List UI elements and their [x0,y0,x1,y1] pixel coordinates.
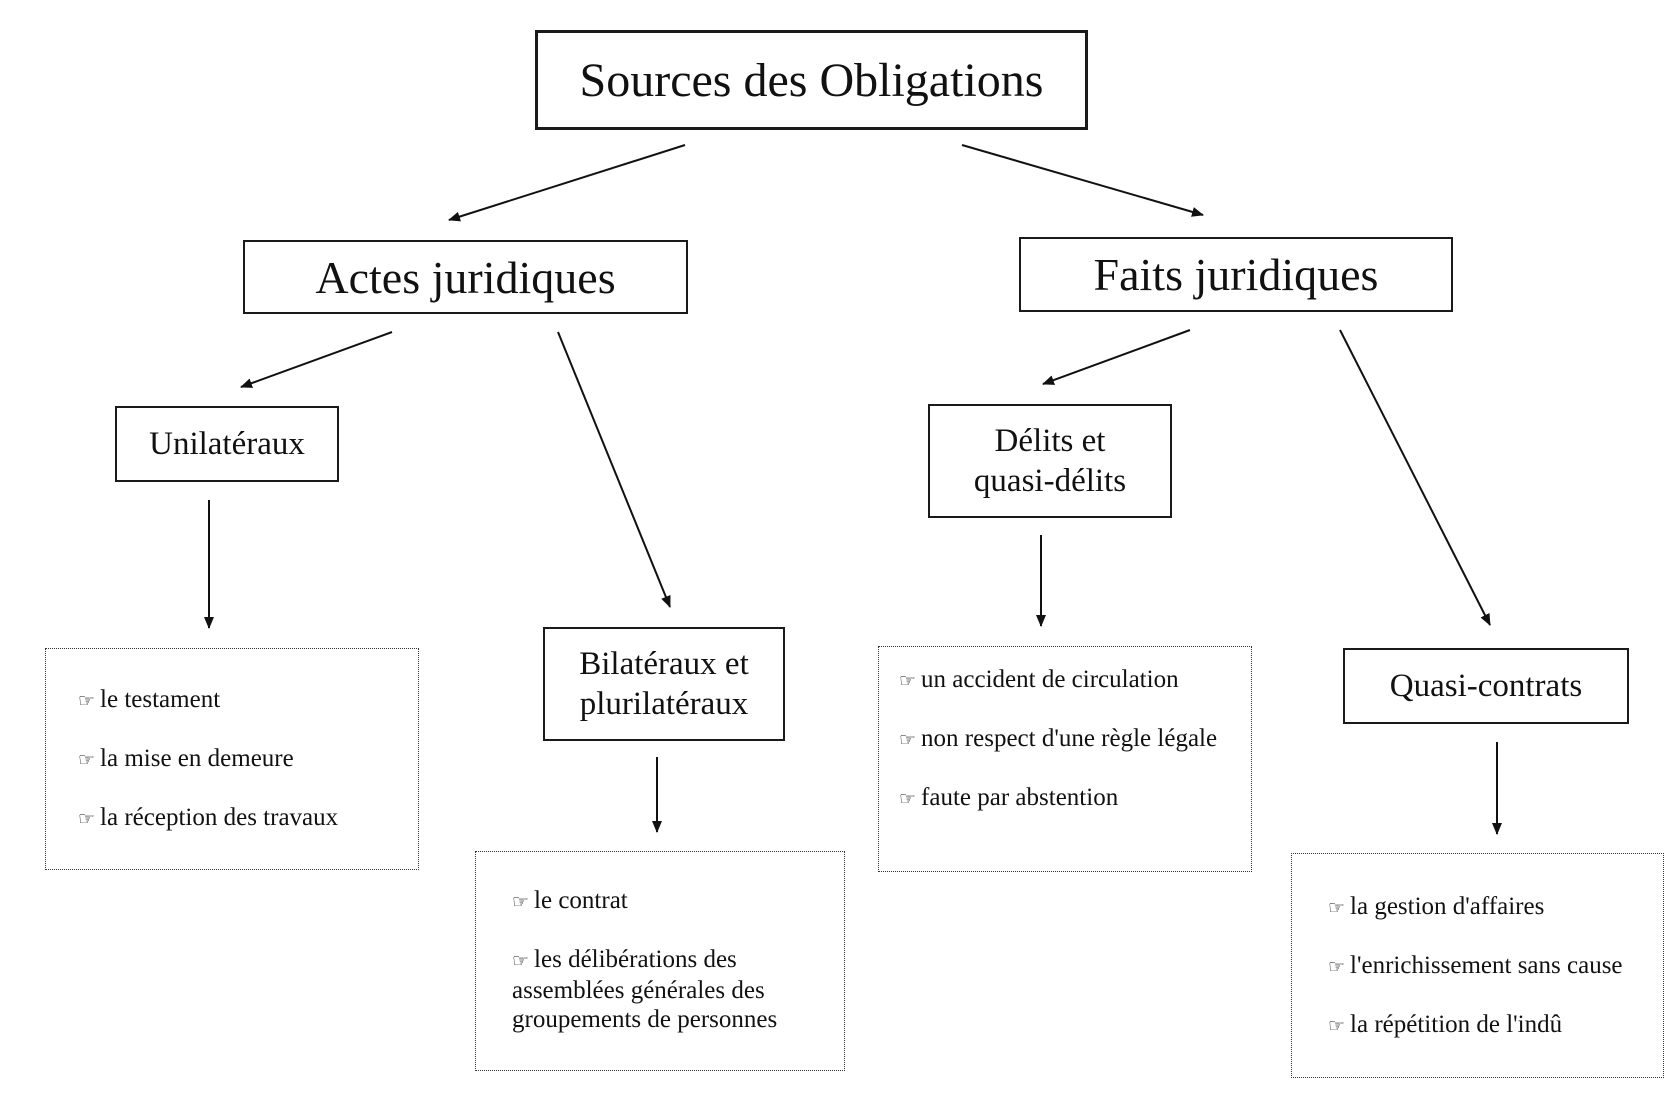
faits-label: Faits juridiques [1093,249,1379,300]
pointing-hand-icon: ☞ [1328,897,1346,919]
arrow-actes-to-bilateraux [557,331,671,608]
pointing-hand-icon: ☞ [78,749,96,771]
pointing-hand-icon: ☞ [1328,1015,1346,1037]
arrow-root-to-faits [961,144,1204,217]
arrow-faits-to-delits [1042,329,1191,385]
unilateraux-label: Unilatéraux [149,426,305,462]
arrow-root-to-actes [448,144,686,222]
delits-node: Délits et quasi-délits [928,404,1172,518]
root-node: Sources des Obligations [535,30,1088,130]
list-item: ☞un accident de circulation [899,666,1179,693]
list-item: ☞les délibérations des assemblées généra… [512,946,778,1033]
list-item: ☞la répétition de l'indû [1328,1011,1563,1038]
quasi-label: Quasi-contrats [1389,668,1583,704]
pointing-hand-icon: ☞ [899,729,917,751]
list-item: ☞l'enrichissement sans cause [1328,952,1623,979]
list-item: ☞le contrat [512,887,628,914]
pointing-hand-icon: ☞ [899,788,917,810]
list-item: ☞la mise en demeure [78,745,294,772]
arrow-faits-to-quasi [1339,329,1491,626]
pointing-hand-icon: ☞ [78,690,96,712]
delits-examples-box: ☞un accident de circulation ☞non respect… [878,646,1252,872]
unilateraux-node: Unilatéraux [115,406,339,482]
quasi-contrats-examples-box: ☞la gestion d'affaires ☞l'enrichissement… [1291,853,1664,1078]
delits-label-line1: Délits et [994,423,1106,459]
list-item: ☞la gestion d'affaires [1328,893,1545,920]
pointing-hand-icon: ☞ [1328,956,1346,978]
pointing-hand-icon: ☞ [512,891,530,913]
actes-juridiques-node: Actes juridiques [243,240,688,314]
actes-label: Actes juridiques [315,251,616,303]
arrow-actes-to-unilateraux [240,331,393,388]
bilateraux-label-line2: plurilatéraux [579,686,749,722]
list-item: ☞non respect d'une règle légale [899,725,1218,752]
bilateraux-label-line1: Bilatéraux et [579,646,749,682]
unilateraux-examples-box: ☞le testament ☞la mise en demeure ☞la ré… [45,648,419,870]
pointing-hand-icon: ☞ [78,808,96,830]
faits-juridiques-node: Faits juridiques [1019,237,1453,312]
quasi-contrats-node: Quasi-contrats [1343,648,1629,724]
list-item: ☞la réception des travaux [78,804,339,831]
list-item: ☞le testament [78,686,221,713]
root-label: Sources des Obligations [579,53,1044,107]
bilateraux-examples-box: ☞le contrat ☞les délibérations des assem… [475,851,845,1071]
delits-label-line2: quasi-délits [973,463,1127,499]
bilateraux-node: Bilatéraux et plurilatéraux [543,627,785,741]
pointing-hand-icon: ☞ [899,670,917,692]
pointing-hand-icon: ☞ [512,950,530,972]
list-item: ☞faute par abstention [899,784,1119,811]
